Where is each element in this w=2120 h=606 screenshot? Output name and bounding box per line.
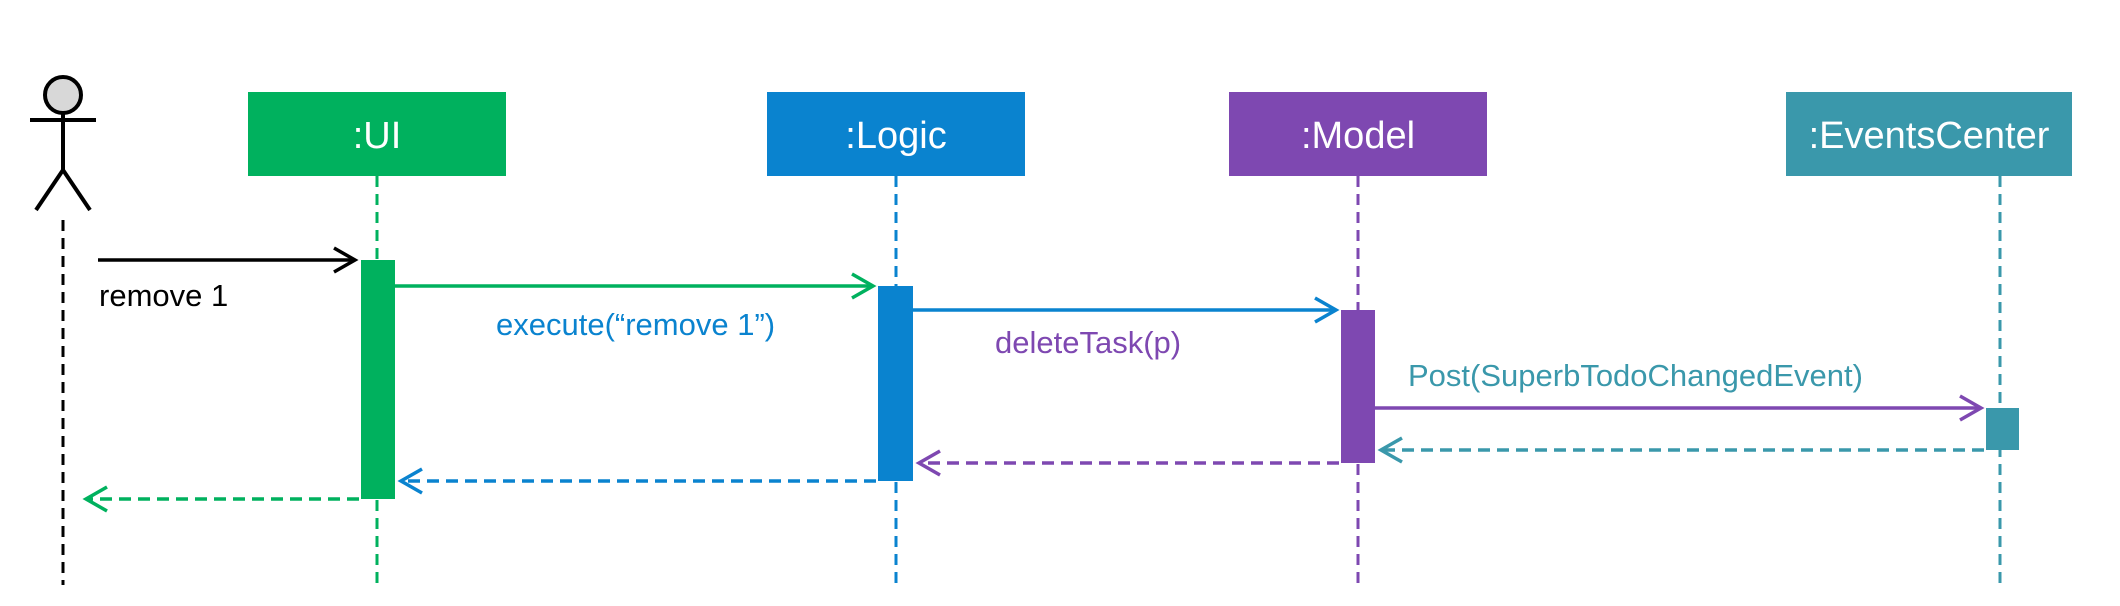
- message-execute-label: execute(“remove 1”): [496, 307, 775, 342]
- participant-eventscenter: :EventsCenter: [1786, 92, 2072, 176]
- participant-ui-box: [248, 92, 506, 176]
- message-deletetask-arrowhead: [1314, 296, 1340, 324]
- participant-logic: :Logic: [767, 92, 1025, 176]
- participant-eventscenter-label: :EventsCenter: [1809, 115, 2050, 157]
- participant-model: :Model: [1229, 92, 1487, 176]
- return-logic-to-ui: [397, 467, 876, 495]
- message-remove-1-arrowhead: [333, 246, 359, 274]
- return-ui-to-user: [82, 485, 359, 513]
- participant-model-label: :Model: [1301, 115, 1415, 157]
- return-ui-to-user-arrowhead: [82, 485, 108, 513]
- return-model-to-logic: [915, 449, 1339, 477]
- eventscenter-activation-bar: [1986, 408, 2019, 450]
- message-post-arrowhead: [1959, 394, 1985, 422]
- message-post-label: Post(SuperbTodoChangedEvent): [1408, 358, 1863, 393]
- message-remove-1: remove 1: [98, 246, 359, 313]
- participant-logic-box: [767, 92, 1025, 176]
- return-logic-to-ui-arrowhead: [397, 467, 423, 495]
- participant-ui-label: :UI: [353, 115, 402, 157]
- return-events-to-model-arrowhead: [1377, 436, 1403, 464]
- return-events-to-model: [1377, 436, 1984, 464]
- return-model-to-logic-arrowhead: [915, 449, 941, 477]
- message-remove-1-label: remove 1: [99, 278, 228, 313]
- message-deletetask-label: deleteTask(p): [995, 325, 1181, 360]
- message-post: Post(SuperbTodoChangedEvent): [1375, 358, 1985, 422]
- message-deletetask: deleteTask(p): [913, 296, 1340, 360]
- message-execute: execute(“remove 1”): [395, 272, 877, 342]
- ui-activation-bar: [361, 260, 395, 499]
- message-execute-arrowhead: [851, 272, 877, 300]
- stick-figure-user-icon: [30, 75, 96, 212]
- participant-eventscenter-box: [1786, 92, 2072, 176]
- participant-model-box: [1229, 92, 1487, 176]
- participant-logic-label: :Logic: [845, 115, 946, 157]
- model-activation-bar: [1341, 310, 1375, 463]
- participant-ui: :UI: [248, 92, 506, 176]
- logic-activation-bar: [878, 286, 913, 481]
